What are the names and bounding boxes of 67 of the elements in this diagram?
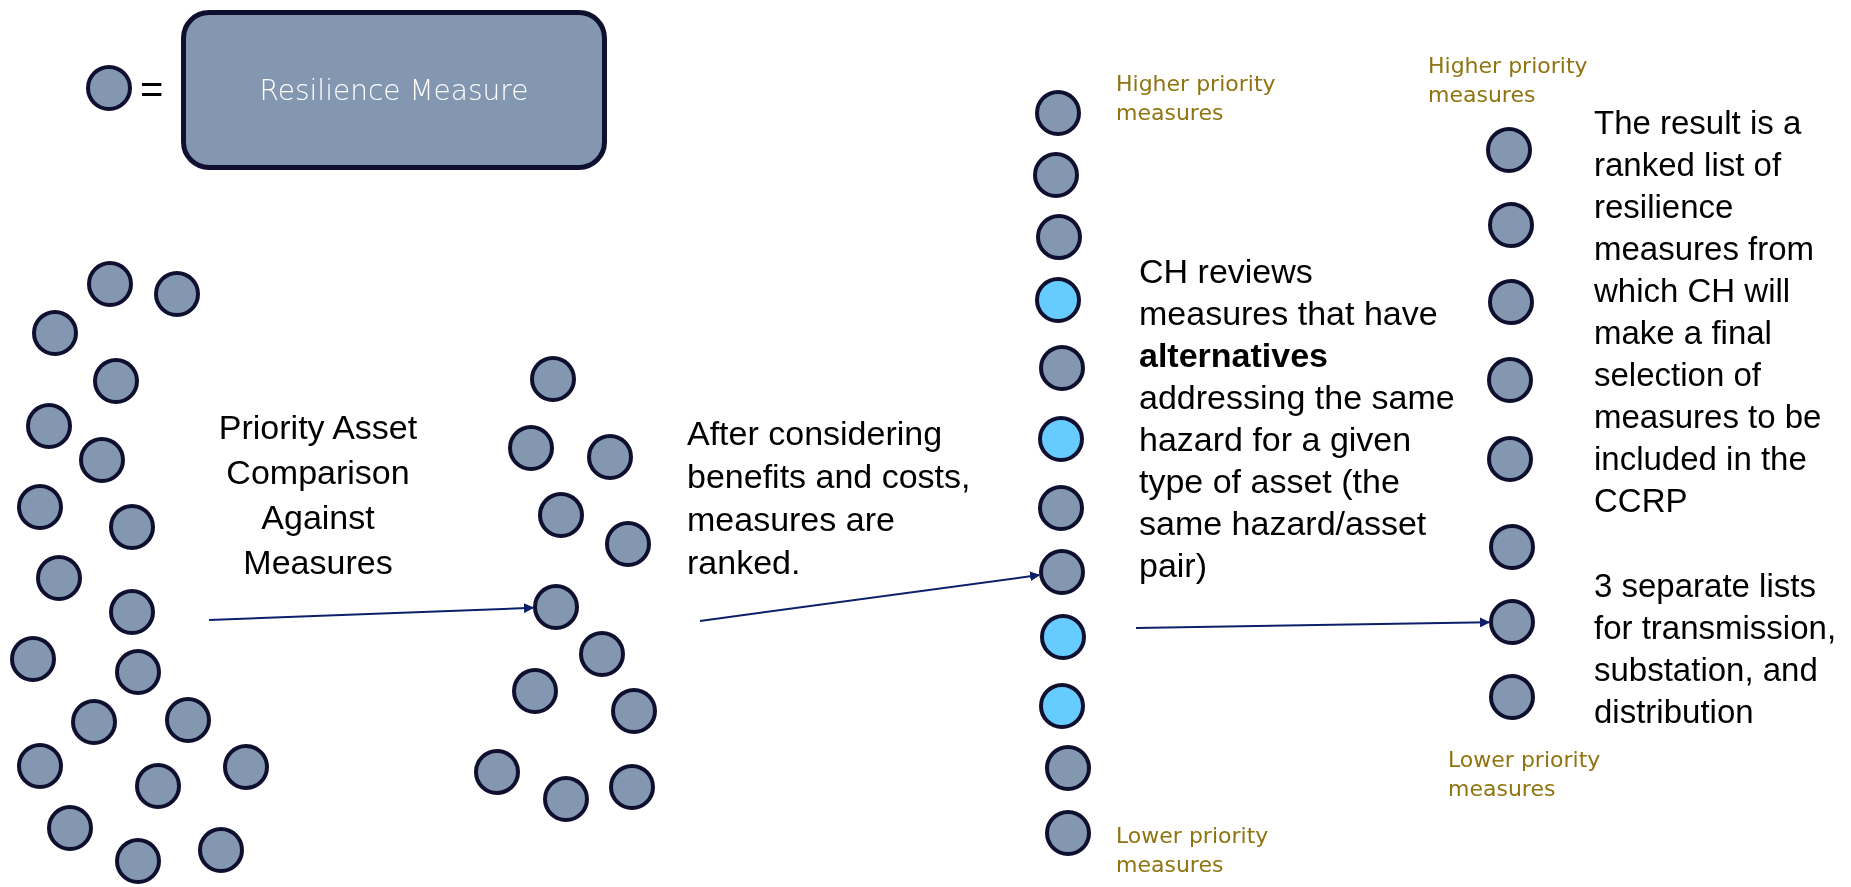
measure-circle: [79, 437, 125, 483]
measure-circle: [1488, 279, 1534, 325]
measure-circle: [115, 838, 161, 884]
measure-circle: [611, 688, 657, 734]
measure-circle: [579, 631, 625, 677]
measure-circle: [17, 743, 63, 789]
measure-circle: [86, 65, 132, 111]
equals-sign: =: [140, 66, 165, 112]
measure-circle: [1045, 810, 1091, 856]
measure-circle: [1489, 599, 1535, 645]
measure-circle: [165, 697, 211, 743]
step-text: CH reviews measures that have alternatives addressing the same hazard for a given type of asset (the same hazard/asset pair): [1139, 251, 1456, 586]
measure-circle: [1040, 614, 1086, 660]
arrow: [208, 603, 534, 621]
priority-label: Higher priority measures: [1428, 52, 1589, 109]
measure-circle: [87, 261, 133, 307]
measure-circle: [1039, 345, 1085, 391]
measure-circle: [1035, 277, 1081, 323]
measure-circle: [26, 403, 72, 449]
measure-circle: [32, 310, 78, 356]
measure-circle: [1039, 549, 1085, 595]
measure-circle: [1045, 745, 1091, 791]
measure-circle: [538, 492, 584, 538]
measure-circle: [17, 484, 63, 530]
measure-circle: [36, 555, 82, 601]
measure-circle: [533, 584, 579, 630]
measure-circle: [587, 434, 633, 480]
measure-circle: [223, 744, 269, 790]
arrow: [699, 571, 1040, 622]
measure-circle: [543, 776, 589, 822]
step-text: Priority Asset Comparison Against Measures: [217, 407, 419, 583]
measure-circle: [1033, 152, 1079, 198]
measure-circle: [109, 504, 155, 550]
measure-circle: [474, 749, 520, 795]
priority-label: Lower priority measures: [1116, 822, 1270, 879]
measure-circle: [605, 521, 651, 567]
measure-circle: [1487, 436, 1533, 482]
measure-circle: [71, 699, 117, 745]
measure-circle: [10, 636, 56, 682]
arrow: [1135, 617, 1490, 629]
step-text: After considering benefits and costs, measures are ranked.: [687, 413, 972, 583]
measure-circle: [1489, 674, 1535, 720]
measure-circle: [508, 425, 554, 471]
measure-circle: [1038, 416, 1084, 462]
measure-circle: [1488, 202, 1534, 248]
measure-circle: [1039, 683, 1085, 729]
measure-circle: [609, 764, 655, 810]
measure-circle: [135, 763, 181, 809]
measure-circle: [1489, 524, 1535, 570]
measure-circle: [1486, 127, 1532, 173]
note-text: 3 separate lists for transmission, substation, and distribution: [1594, 566, 1838, 732]
measure-circle: [198, 827, 244, 873]
measure-circle: [1036, 214, 1082, 260]
measure-circle: [154, 271, 200, 317]
measure-circle: [115, 649, 161, 695]
measure-circle: [512, 668, 558, 714]
priority-label: Higher priority measures: [1116, 70, 1277, 127]
priority-label: Lower priority measures: [1448, 746, 1602, 803]
measure-circle: [93, 358, 139, 404]
measure-circle: [1038, 485, 1084, 531]
measure-circle: [530, 356, 576, 402]
measure-box: Resilience Measure: [181, 10, 607, 170]
measure-circle: [47, 805, 93, 851]
measure-circle: [1487, 357, 1533, 403]
measure-circle: [109, 589, 155, 635]
measure-circle: [1035, 90, 1081, 136]
result-text: The result is a ranked list of resilience measures from which CH will make a final selection of measures to be included in the CCRP: [1594, 103, 1823, 521]
